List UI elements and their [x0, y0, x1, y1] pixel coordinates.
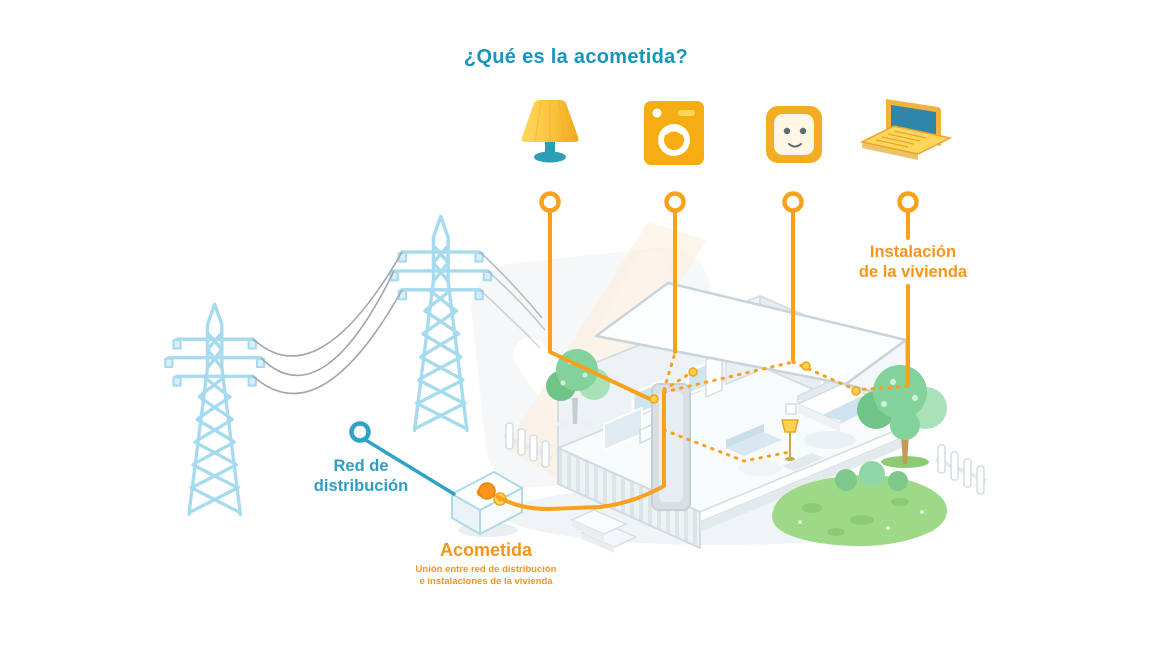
page-title: ¿Qué es la acometida?: [463, 46, 689, 68]
lamp-icon: [521, 100, 579, 163]
installation-lines: [548, 209, 910, 402]
ring-laptop: [897, 191, 919, 213]
ring-lamp: [539, 191, 561, 213]
washing-machine-icon: [644, 101, 704, 165]
tree-right: [857, 365, 947, 468]
garden-grass: [772, 461, 947, 547]
label-acometida-subtitle-line1: Unión entre red de distribución: [415, 564, 557, 575]
ring-outlet: [782, 191, 804, 213]
acometida-cable: [496, 390, 666, 511]
label-home-installation-line1: Instalación: [869, 243, 957, 261]
power-outlet-icon: [766, 106, 822, 163]
label-distribution-network: Red de distribución: [287, 456, 435, 496]
line-lamp: [548, 209, 654, 402]
power-wires: [252, 251, 546, 395]
label-home-installation: Instalación de la vivienda: [838, 242, 988, 282]
connection-rings: [539, 191, 919, 213]
fence-left: [503, 422, 553, 468]
label-acometida-subtitle-line2: e instalaciones de la vivienda: [419, 575, 553, 587]
label-distribution-network-line2: distribución: [313, 477, 409, 495]
distribution-annotation: [349, 421, 456, 496]
indoor-lights: [649, 361, 861, 404]
ring-washer: [664, 191, 686, 213]
label-distribution-network-line1: Red de: [333, 457, 389, 475]
label-home-installation-line2: de la vivienda: [858, 263, 968, 281]
label-acometida: Acometida Unión entre red de distribució…: [391, 540, 581, 587]
label-acometida-title: Acometida: [439, 540, 533, 560]
fence-right: [935, 444, 987, 495]
ring-distribution: [349, 421, 371, 443]
laptop-icon: [859, 99, 953, 160]
floor-lamp: [781, 419, 799, 461]
house-right-base: [700, 438, 902, 532]
front-steps: [570, 509, 638, 553]
